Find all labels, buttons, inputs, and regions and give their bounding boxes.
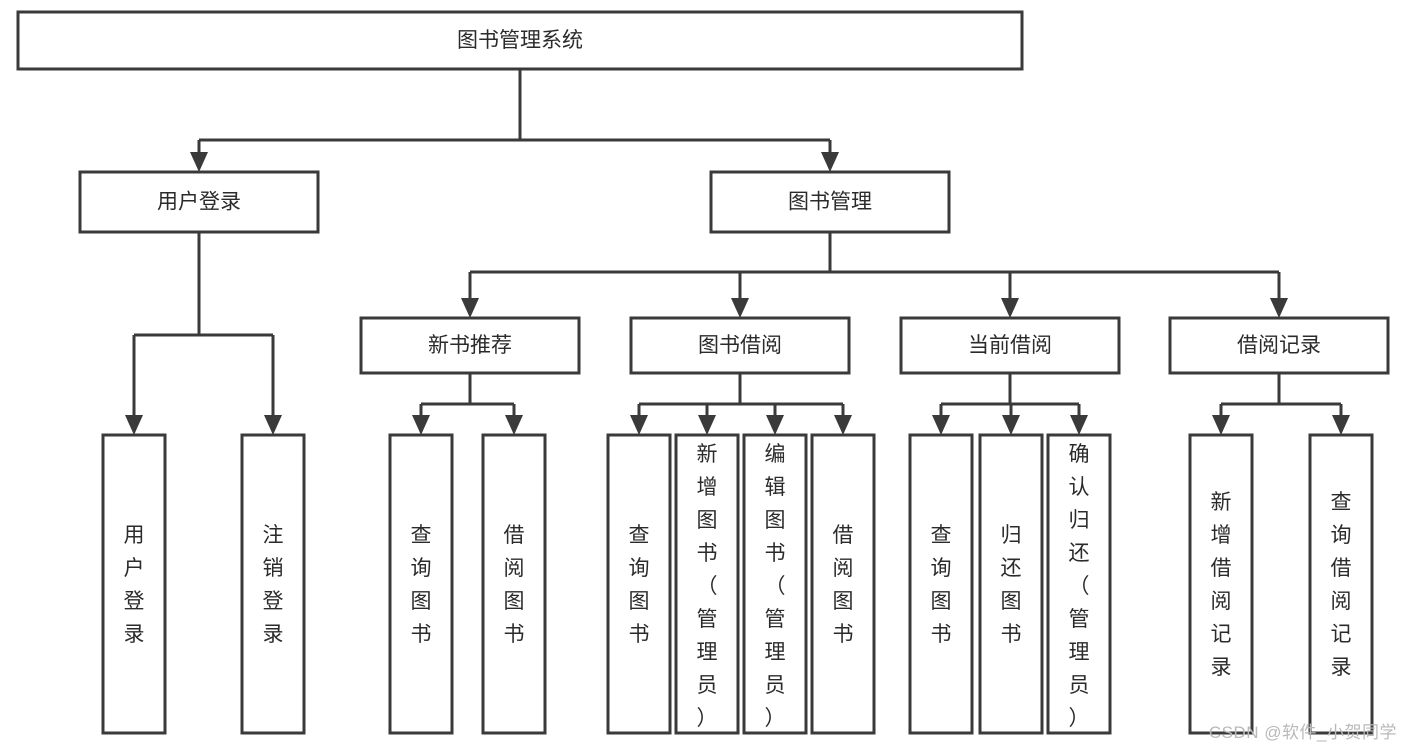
node-leaf-return-book[interactable]: 归还图书 (978, 433, 1044, 735)
arrow-head-icon (821, 152, 839, 172)
node-leaf-borrow-book-2[interactable]: 借阅图书 (810, 433, 876, 735)
node-leaf-user-logout[interactable]: 注销登录 (240, 433, 306, 735)
node-box-leaf-query-book-1 (388, 433, 454, 735)
node-box-leaf-user-logout (240, 433, 306, 735)
connectors-layer (125, 69, 1350, 435)
node-label-leaf-confirm-return: 确认归还（管理员） (1069, 443, 1090, 730)
arrow-head-icon (766, 415, 784, 435)
node-label-leaf-return-book: 归还图书 (1001, 524, 1022, 646)
node-box-user-login (78, 170, 320, 234)
node-box-leaf-edit-book (742, 433, 808, 735)
node-box-leaf-add-book (674, 433, 740, 735)
node-current-borrowing[interactable]: 当前借阅 (899, 316, 1121, 375)
node-label-leaf-query-book-3: 查询图书 (931, 524, 952, 646)
node-leaf-confirm-return[interactable]: 确认归还（管理员） (1046, 433, 1112, 735)
node-label-leaf-query-book-1: 查询图书 (411, 524, 432, 646)
node-label-leaf-user-logout: 注销登录 (263, 524, 284, 646)
arrow-head-icon (1332, 415, 1350, 435)
node-leaf-query-book-1[interactable]: 查询图书 (388, 433, 454, 735)
node-borrow-records[interactable]: 借阅记录 (1168, 316, 1390, 375)
node-box-borrow-records (1168, 316, 1390, 375)
node-leaf-query-book-2[interactable]: 查询图书 (606, 433, 672, 735)
arrow-head-icon (412, 415, 430, 435)
node-label-user-login: 用户登录 (157, 191, 241, 214)
node-box-leaf-borrow-book-1 (481, 433, 547, 735)
node-leaf-query-book-3[interactable]: 查询图书 (908, 433, 974, 735)
node-box-leaf-add-record (1188, 433, 1254, 735)
node-label-leaf-add-book: 新增图书（管理员） (697, 443, 718, 730)
arrow-head-icon (1002, 415, 1020, 435)
node-label-leaf-add-record: 新增借阅记录 (1211, 491, 1232, 679)
node-user-login[interactable]: 用户登录 (78, 170, 320, 234)
arrow-head-icon (505, 415, 523, 435)
arrow-head-icon (1070, 415, 1088, 435)
arrow-head-icon (1001, 298, 1019, 318)
arrow-head-icon (1270, 298, 1288, 318)
arrow-head-icon (125, 415, 143, 435)
node-label-leaf-borrow-book-2: 借阅图书 (833, 524, 854, 646)
arrow-head-icon (1212, 415, 1230, 435)
arrow-head-icon (630, 415, 648, 435)
node-label-borrow-records: 借阅记录 (1237, 334, 1321, 357)
node-label-book-borrowing: 图书借阅 (698, 334, 782, 357)
node-box-leaf-confirm-return (1046, 433, 1112, 735)
node-label-leaf-query-record: 查询借阅记录 (1331, 491, 1352, 679)
node-root[interactable]: 图书管理系统 (16, 10, 1024, 71)
node-box-leaf-return-book (978, 433, 1044, 735)
node-box-book-borrowing (629, 316, 851, 375)
node-box-new-book-recommend (359, 316, 581, 375)
node-leaf-edit-book[interactable]: 编辑图书（管理员） (742, 433, 808, 735)
node-box-leaf-query-book-2 (606, 433, 672, 735)
node-box-root (16, 10, 1024, 71)
node-label-root: 图书管理系统 (457, 29, 583, 52)
node-leaf-add-book[interactable]: 新增图书（管理员） (674, 433, 740, 735)
arrow-head-icon (932, 415, 950, 435)
node-leaf-borrow-book-1[interactable]: 借阅图书 (481, 433, 547, 735)
node-box-book-management (709, 170, 951, 234)
node-box-leaf-user-login (101, 433, 167, 735)
arrow-head-icon (190, 152, 208, 172)
node-leaf-query-record[interactable]: 查询借阅记录 (1308, 433, 1374, 735)
arrow-head-icon (834, 415, 852, 435)
arrow-head-icon (731, 298, 749, 318)
node-label-book-management: 图书管理 (788, 191, 872, 214)
node-label-leaf-borrow-book-1: 借阅图书 (504, 524, 525, 646)
node-box-leaf-borrow-book-2 (810, 433, 876, 735)
node-box-current-borrowing (899, 316, 1121, 375)
node-label-leaf-user-login: 用户登录 (124, 524, 145, 646)
node-book-borrowing[interactable]: 图书借阅 (629, 316, 851, 375)
arrow-head-icon (461, 298, 479, 318)
node-label-new-book-recommend: 新书推荐 (428, 334, 512, 357)
node-label-leaf-edit-book: 编辑图书（管理员） (765, 443, 786, 730)
node-label-leaf-query-book-2: 查询图书 (629, 524, 650, 646)
node-leaf-user-login[interactable]: 用户登录 (101, 433, 167, 735)
node-new-book-recommend[interactable]: 新书推荐 (359, 316, 581, 375)
arrow-head-icon (698, 415, 716, 435)
arrow-head-icon (264, 415, 282, 435)
node-box-leaf-query-book-3 (908, 433, 974, 735)
node-box-leaf-query-record (1308, 433, 1374, 735)
node-label-current-borrowing: 当前借阅 (968, 334, 1052, 357)
node-book-management[interactable]: 图书管理 (709, 170, 951, 234)
nodes-layer: 图书管理系统用户登录用户登录注销登录图书管理新书推荐查询图书借阅图书图书借阅查询… (16, 10, 1390, 735)
node-leaf-add-record[interactable]: 新增借阅记录 (1188, 433, 1254, 735)
